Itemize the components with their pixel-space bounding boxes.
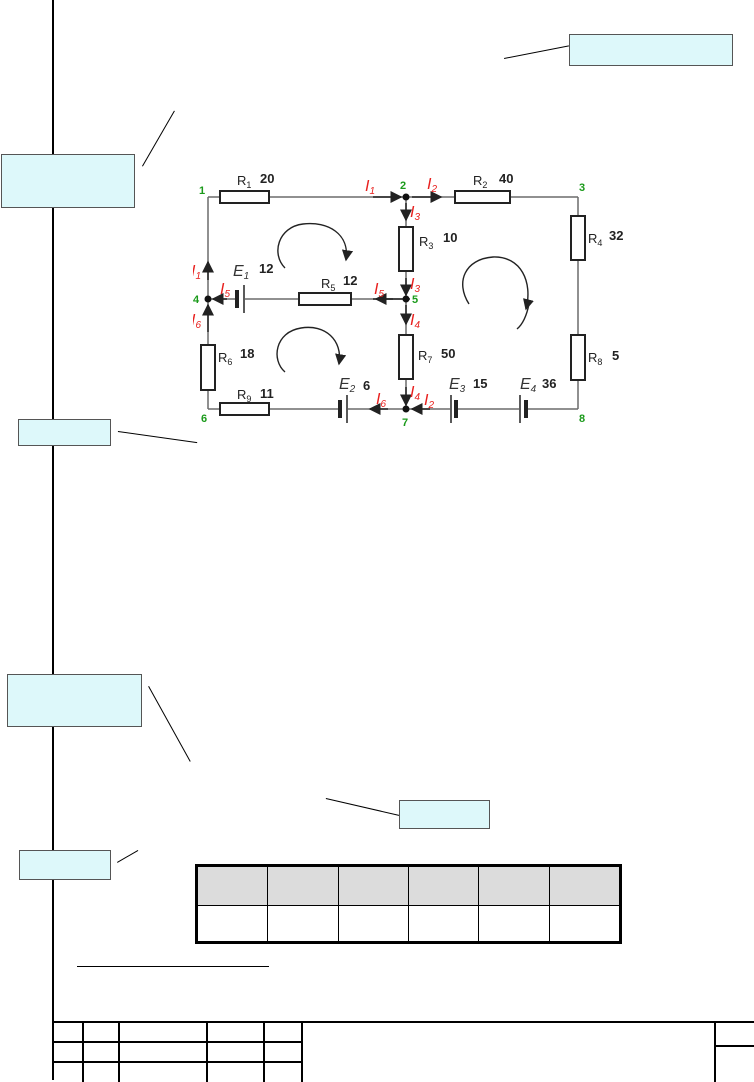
table-header-cell — [407, 865, 480, 906]
node-label: 5 — [412, 294, 418, 306]
table-cell — [267, 905, 339, 943]
callout-leader — [117, 431, 198, 444]
callout-leader — [148, 686, 191, 762]
resistor-value: 50 — [441, 346, 455, 361]
resistor-value: 32 — [609, 228, 623, 243]
resistor-r3 — [398, 226, 414, 272]
current-label: I3 — [410, 276, 420, 295]
callout-mid-left — [18, 419, 111, 446]
current-label: I5 — [220, 281, 230, 300]
current-label: I6 — [193, 312, 201, 331]
loop-arrow — [462, 256, 534, 311]
source-label: E3 — [449, 376, 466, 395]
current-label: I5 — [374, 281, 384, 300]
resistor-label: R4 — [588, 231, 602, 248]
resistor-value: 10 — [443, 230, 457, 245]
resistor-r4 — [570, 215, 586, 261]
table-header-cell — [478, 865, 550, 906]
node-label: 3 — [579, 182, 585, 194]
callout-leader — [117, 850, 139, 863]
callout-upper-left — [1, 154, 135, 208]
table-cell — [195, 905, 269, 943]
callout-top-right — [569, 34, 733, 66]
resistor-label: R6 — [218, 350, 232, 367]
node-label: 6 — [201, 413, 207, 425]
table-cell — [337, 905, 409, 943]
table-header-cell — [548, 865, 622, 906]
callout-leader — [325, 798, 400, 816]
current-label: I2 — [424, 392, 434, 411]
resistor-value: 5 — [612, 348, 619, 363]
node-label: 1 — [199, 185, 205, 197]
resistor-label: R2 — [473, 173, 487, 190]
resistor-label: R5 — [321, 276, 335, 293]
resistor-value: 20 — [260, 171, 274, 186]
resistor-r1 — [219, 190, 270, 204]
source-value: 15 — [473, 376, 487, 391]
resistor-r2 — [454, 190, 511, 204]
resistor-label: R7 — [418, 348, 432, 365]
resistor-label: R3 — [419, 234, 433, 251]
circuit-diagram: 1 2 3 4 5 6 7 8 R1 R2 R3 R4 R5 R6 R7 R8 … — [193, 164, 633, 431]
sheet-frame-left-border — [52, 0, 54, 1080]
table-cell — [407, 905, 480, 943]
table-header-cell — [337, 865, 409, 906]
callout-bottom-left — [19, 850, 111, 880]
node-label: 7 — [402, 417, 408, 429]
callout-leader — [142, 110, 175, 167]
current-label: I4 — [410, 312, 420, 331]
resistor-r9 — [219, 402, 270, 416]
resistor-r6 — [200, 344, 216, 391]
resistor-value: 11 — [260, 386, 274, 401]
source-value: 12 — [259, 261, 273, 276]
callout-lower-center — [399, 800, 490, 829]
source-label: E4 — [520, 376, 537, 395]
current-label: I3 — [410, 204, 420, 223]
current-label: I4 — [410, 384, 420, 403]
title-block — [54, 1021, 754, 1082]
resistor-label: R8 — [588, 350, 602, 367]
resistor-label: R1 — [237, 173, 251, 190]
results-table — [195, 864, 622, 944]
footnote-rule — [77, 966, 269, 967]
node-label: 4 — [193, 294, 200, 306]
source-value: 6 — [363, 378, 370, 393]
current-label: I2 — [427, 176, 437, 195]
table-row — [195, 905, 622, 943]
resistor-value: 12 — [343, 273, 357, 288]
loop-arrow — [277, 222, 354, 269]
resistor-label: R9 — [237, 387, 251, 404]
source-value: 36 — [542, 376, 556, 391]
table-header-cell — [267, 865, 339, 906]
node-label: 8 — [579, 413, 585, 425]
table-header-cell — [195, 865, 269, 906]
resistor-value: 40 — [499, 171, 513, 186]
callout-lower-left — [7, 674, 142, 727]
table-header-row — [195, 865, 622, 906]
current-label: I1 — [365, 178, 375, 197]
resistor-r5 — [298, 292, 352, 306]
current-label: I1 — [193, 263, 201, 282]
source-label: E2 — [339, 376, 356, 395]
loop-arrow — [276, 326, 347, 373]
table-cell — [548, 905, 622, 943]
table-cell — [478, 905, 550, 943]
current-label: I6 — [376, 391, 386, 410]
resistor-r8 — [570, 334, 586, 381]
node-label: 2 — [400, 180, 406, 192]
resistor-r7 — [398, 334, 414, 380]
callout-leader — [504, 45, 569, 59]
resistor-value: 18 — [240, 346, 254, 361]
source-label: E1 — [233, 263, 249, 282]
